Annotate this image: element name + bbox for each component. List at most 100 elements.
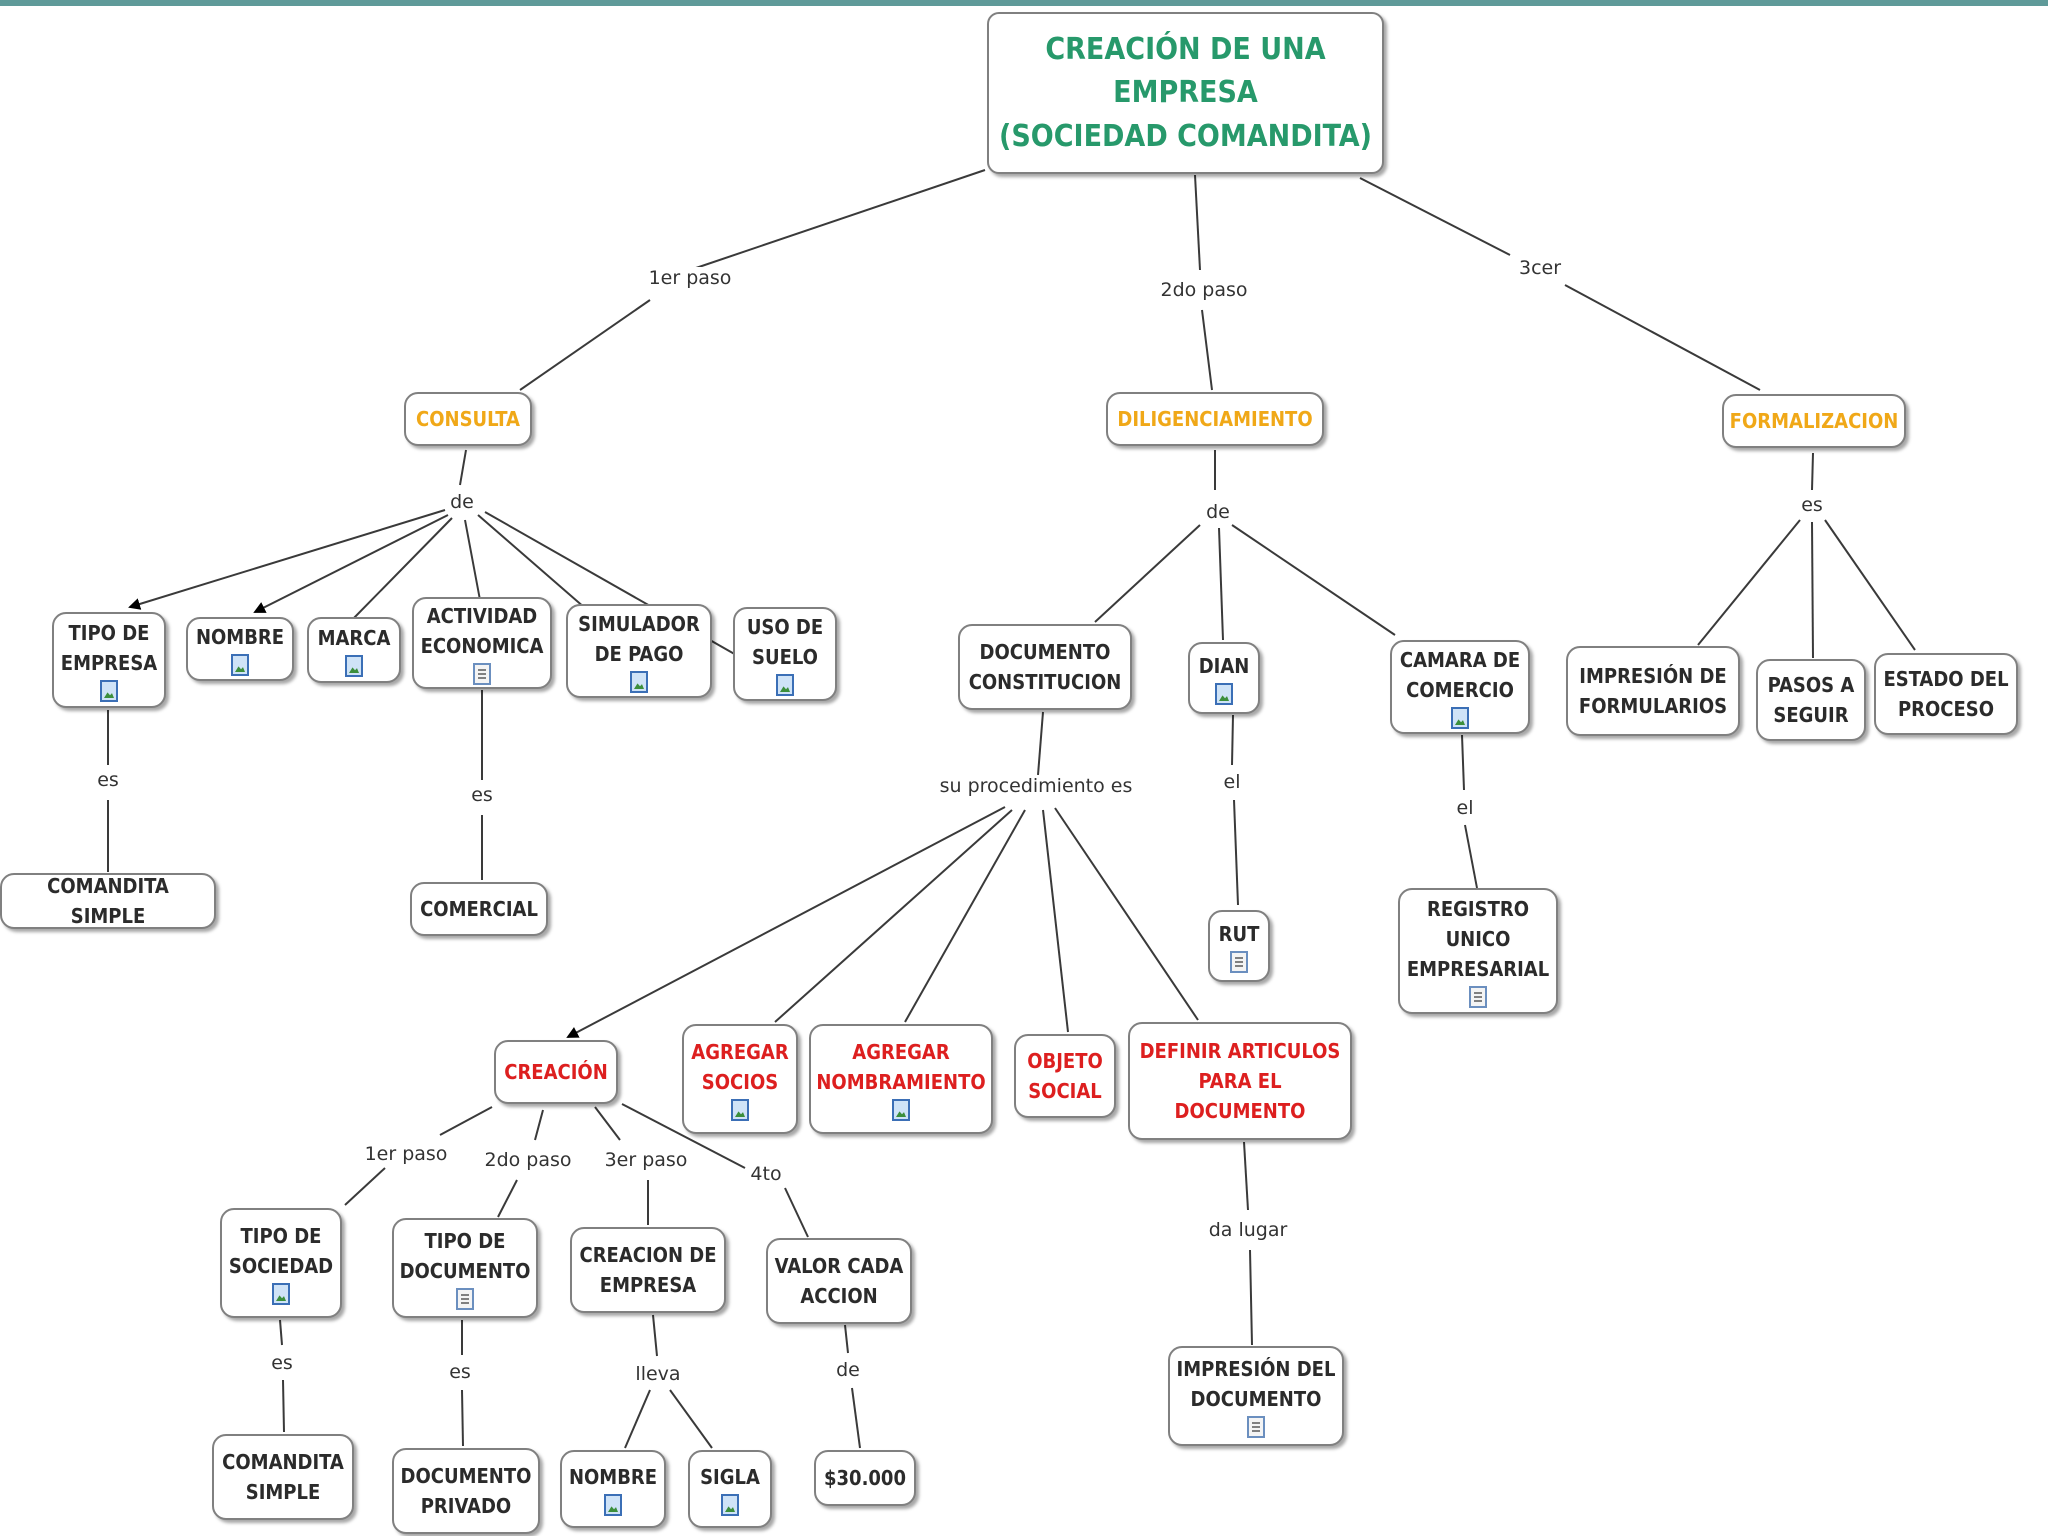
- pasos-seguir-node[interactable]: PASOS A SEGUIR: [1756, 659, 1866, 741]
- nombre-2-node[interactable]: NOMBRE: [560, 1450, 666, 1528]
- image-attachment-icon[interactable]: [1451, 707, 1469, 729]
- image-attachment-icon[interactable]: [892, 1099, 910, 1121]
- camara-comercio-label: CAMARA DE COMERCIO: [1399, 648, 1521, 702]
- link-label-es-sociedad: es: [267, 1352, 297, 1374]
- link-label-el-dian: el: [1219, 771, 1245, 793]
- valor-cada-accion-label: VALOR CADA ACCION: [774, 1254, 904, 1308]
- pasos-seguir-label: PASOS A SEGUIR: [1767, 673, 1855, 727]
- link-label-de-valor: de: [832, 1359, 864, 1381]
- image-attachment-icon[interactable]: [630, 671, 648, 693]
- documento-privado-node[interactable]: DOCUMENTO PRIVADO: [392, 1448, 540, 1534]
- creacion-node[interactable]: CREACIÓN: [494, 1040, 618, 1104]
- documento-privado-label: DOCUMENTO PRIVADO: [400, 1464, 532, 1518]
- definir-articulos-node[interactable]: DEFINIR ARTICULOS PARA EL DOCUMENTO: [1128, 1022, 1352, 1140]
- rut-label: RUT: [1218, 922, 1260, 946]
- image-attachment-icon[interactable]: [100, 680, 118, 702]
- actividad-economica-node[interactable]: ACTIVIDAD ECONOMICA: [412, 597, 552, 689]
- tipo-documento-label: TIPO DE DOCUMENTO: [399, 1229, 531, 1283]
- impresion-formularios-label: IMPRESIÓN DE FORMULARIOS: [1578, 664, 1728, 718]
- valor-cada-accion-node[interactable]: VALOR CADA ACCION: [766, 1238, 912, 1324]
- agregar-nombramiento-node[interactable]: AGREGAR NOMBRAMIENTO: [809, 1024, 993, 1134]
- link-label-c-1er-paso: 1er paso: [360, 1143, 452, 1165]
- consulta-label: CONSULTA: [416, 407, 520, 431]
- monto-label: $30.000: [824, 1466, 906, 1490]
- rut-node[interactable]: RUT: [1208, 910, 1270, 982]
- document-attachment-icon[interactable]: [1247, 1416, 1265, 1438]
- image-attachment-icon[interactable]: [231, 654, 249, 676]
- comandita-simple-node[interactable]: COMANDITA SIMPLE: [0, 873, 216, 929]
- window-top-border: [0, 0, 2048, 6]
- link-label-c-2do-paso: 2do paso: [480, 1149, 576, 1171]
- nombre-node[interactable]: NOMBRE: [186, 617, 294, 681]
- link-label-3cer: 3cer: [1514, 257, 1566, 279]
- image-attachment-icon[interactable]: [272, 1283, 290, 1305]
- image-attachment-icon[interactable]: [1215, 683, 1233, 705]
- simulador-pago-node[interactable]: SIMULADOR DE PAGO: [566, 604, 712, 698]
- link-label-de-diligenciamiento: de: [1202, 501, 1234, 523]
- monto-node[interactable]: $30.000: [814, 1450, 916, 1506]
- image-attachment-icon[interactable]: [721, 1494, 739, 1516]
- actividad-economica-label: ACTIVIDAD ECONOMICA: [420, 604, 544, 658]
- document-attachment-icon[interactable]: [456, 1288, 474, 1310]
- nombre-2-label: NOMBRE: [568, 1465, 658, 1489]
- link-label-es-formalizacion: es: [1797, 494, 1827, 516]
- marca-label: MARCA: [317, 626, 391, 650]
- root-title-line1: CREACIÓN DE UNA EMPRESA: [1045, 31, 1326, 111]
- registro-unico-node[interactable]: REGISTRO UNICO EMPRESARIAL: [1398, 888, 1558, 1014]
- document-attachment-icon[interactable]: [1469, 986, 1487, 1008]
- link-label-lleva: lleva: [631, 1363, 685, 1385]
- tipo-empresa-node[interactable]: TIPO DE EMPRESA: [52, 612, 166, 708]
- image-attachment-icon[interactable]: [776, 674, 794, 696]
- comandita-simple-2-node[interactable]: COMANDITA SIMPLE: [212, 1434, 354, 1520]
- camara-comercio-node[interactable]: CAMARA DE COMERCIO: [1390, 640, 1530, 734]
- uso-suelo-label: USO DE SUELO: [746, 615, 824, 669]
- link-label-es-actividad: es: [467, 784, 497, 806]
- diligenciamiento-node[interactable]: DILIGENCIAMIENTO: [1106, 392, 1324, 446]
- estado-proceso-label: ESTADO DEL PROCESO: [1883, 667, 2009, 721]
- tipo-documento-node[interactable]: TIPO DE DOCUMENTO: [392, 1218, 538, 1318]
- formalizacion-node[interactable]: FORMALIZACION: [1722, 394, 1906, 448]
- comercial-label: COMERCIAL: [420, 897, 538, 921]
- image-attachment-icon[interactable]: [345, 655, 363, 677]
- link-label-el-camara: el: [1452, 797, 1478, 819]
- document-attachment-icon[interactable]: [1230, 951, 1248, 973]
- document-attachment-icon[interactable]: [473, 663, 491, 685]
- impresion-documento-node[interactable]: IMPRESIÓN DEL DOCUMENTO: [1168, 1346, 1344, 1446]
- comandita-simple-2-label: COMANDITA SIMPLE: [222, 1450, 344, 1504]
- link-label-c-4to: 4to: [746, 1163, 786, 1185]
- estado-proceso-node[interactable]: ESTADO DEL PROCESO: [1874, 653, 2018, 735]
- creacion-empresa-node[interactable]: CREACION DE EMPRESA: [570, 1227, 726, 1313]
- documento-constitucion-node[interactable]: DOCUMENTO CONSTITUCION: [958, 624, 1132, 710]
- link-label-1er-paso: 1er paso: [644, 267, 736, 289]
- image-attachment-icon[interactable]: [731, 1099, 749, 1121]
- creacion-empresa-label: CREACION DE EMPRESA: [579, 1243, 717, 1297]
- objeto-social-label: OBJETO SOCIAL: [1027, 1049, 1103, 1103]
- impresion-formularios-node[interactable]: IMPRESIÓN DE FORMULARIOS: [1566, 646, 1740, 736]
- registro-unico-label: REGISTRO UNICO EMPRESARIAL: [1406, 897, 1550, 981]
- link-label-da-lugar: da lugar: [1204, 1219, 1292, 1241]
- dian-label: DIAN: [1198, 654, 1250, 678]
- impresion-documento-label: IMPRESIÓN DEL DOCUMENTO: [1176, 1357, 1336, 1411]
- consulta-node[interactable]: CONSULTA: [404, 392, 532, 446]
- marca-node[interactable]: MARCA: [307, 617, 401, 683]
- uso-suelo-node[interactable]: USO DE SUELO: [733, 607, 837, 701]
- comandita-simple-label: COMANDITA SIMPLE: [47, 874, 169, 928]
- agregar-socios-node[interactable]: AGREGAR SOCIOS: [682, 1024, 798, 1134]
- nombre-label: NOMBRE: [195, 625, 285, 649]
- documento-constitucion-label: DOCUMENTO CONSTITUCION: [968, 640, 1122, 694]
- link-label-es-tipo-empresa: es: [93, 769, 123, 791]
- definir-articulos-label: DEFINIR ARTICULOS PARA EL DOCUMENTO: [1139, 1039, 1341, 1123]
- creacion-label: CREACIÓN: [504, 1060, 608, 1084]
- sigla-label: SIGLA: [700, 1465, 760, 1489]
- agregar-socios-label: AGREGAR SOCIOS: [691, 1040, 789, 1094]
- simulador-pago-label: SIMULADOR DE PAGO: [578, 612, 700, 666]
- sigla-node[interactable]: SIGLA: [688, 1450, 772, 1528]
- objeto-social-node[interactable]: OBJETO SOCIAL: [1014, 1034, 1116, 1118]
- dian-node[interactable]: DIAN: [1188, 642, 1260, 714]
- image-attachment-icon[interactable]: [604, 1494, 622, 1516]
- root-node[interactable]: CREACIÓN DE UNA EMPRESA (SOCIEDAD COMAND…: [987, 12, 1384, 174]
- tipo-sociedad-node[interactable]: TIPO DE SOCIEDAD: [220, 1208, 342, 1318]
- link-label-su-procedimiento: su procedimiento es: [935, 775, 1137, 797]
- agregar-nombramiento-label: AGREGAR NOMBRAMIENTO: [816, 1040, 986, 1094]
- comercial-node[interactable]: COMERCIAL: [410, 882, 548, 936]
